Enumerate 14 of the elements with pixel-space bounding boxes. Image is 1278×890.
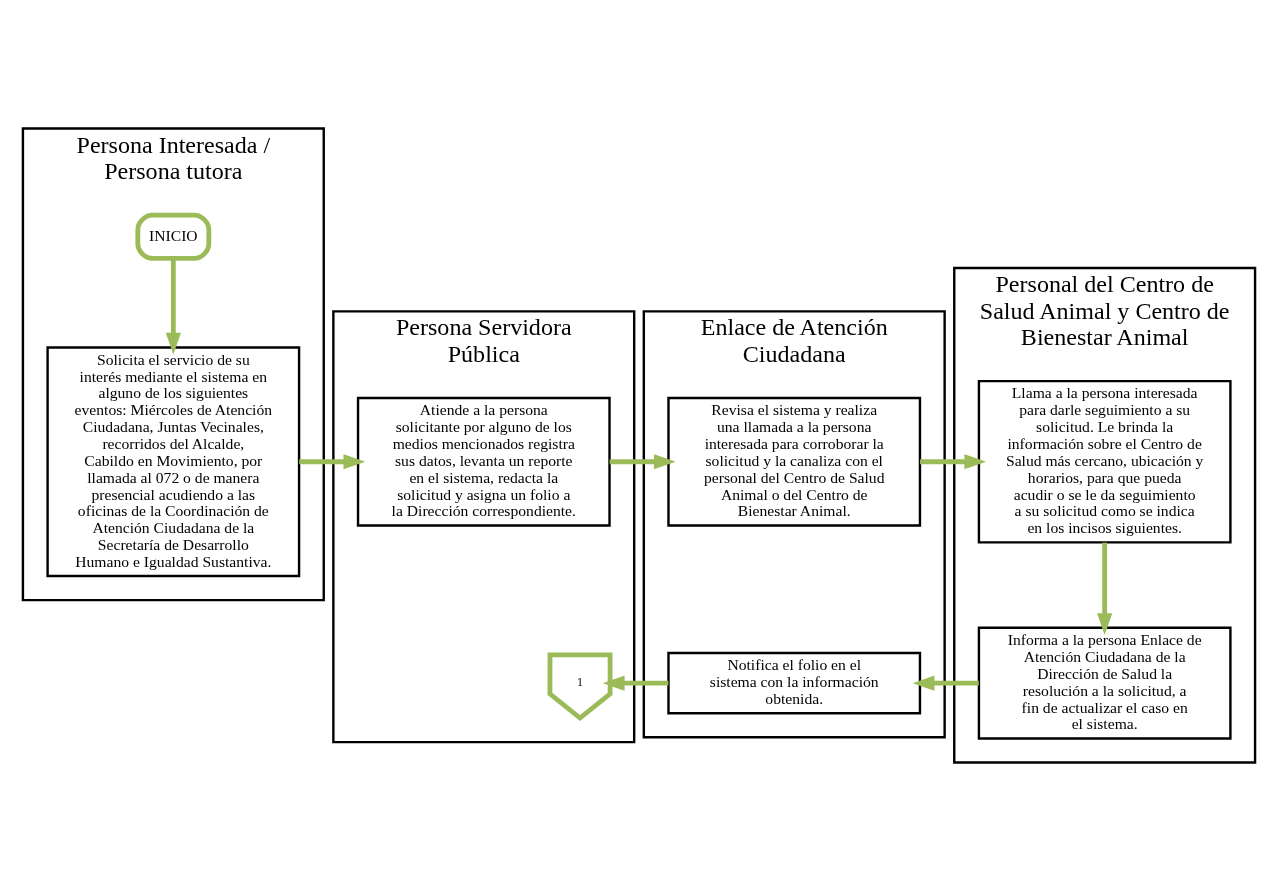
- arrow: [165, 258, 181, 354]
- node-box: INICIO: [135, 212, 212, 261]
- node-box: Solicita el servicio de su interés mediante el sistema en alguno de los siguientes eventos: Miércoles de Atención Ciudadana, Juntas Vecinales, recorridos del Alcalde, Cabildo en Movimiento, por llamada al 072 o de manera presencial acudiendo a las oficinas de la Coordinación de Atención Ciudadana de la Secretaría de Desarrollo Humano e Igualdad Sustantiva.: [46, 345, 301, 577]
- node-box: Atiende a la persona solicitante por alguno de los medios mencionados registra sus datos, levanta un reporte en el sistema, redacta la solicitud y asigna un folio a la Dirección correspondiente.: [356, 396, 611, 527]
- node-box: Llama a la persona interesada para darle seguimiento a su solicitud. Le brinda la información sobre el Centro de Salud más cercano, ubicación y horarios, para que pueda acudir o se le da seguimiento a su solicitud como se indica en los incisos siguientes.: [977, 379, 1232, 544]
- arrow: [920, 453, 987, 469]
- arrow: [609, 453, 676, 469]
- arrow: [602, 675, 669, 691]
- node-box: Informa a la persona Enlace de Atención Ciudadana de la Dirección de Salud la resolución a la solicitud, a fin de actualizar el caso en el sistema.: [977, 626, 1232, 740]
- node-box: Revisa el sistema y realiza una llamada a la persona interesada para corroborar la solicitud y la canaliza con el personal del Centro de Salud Animal o del Centro de Bienestar Animal.: [667, 396, 922, 527]
- node-box: Notifica el folio en el sistema con la información obtenida.: [667, 651, 922, 714]
- arrow: [1097, 542, 1113, 635]
- arrow: [299, 453, 366, 469]
- arrow: [912, 675, 979, 691]
